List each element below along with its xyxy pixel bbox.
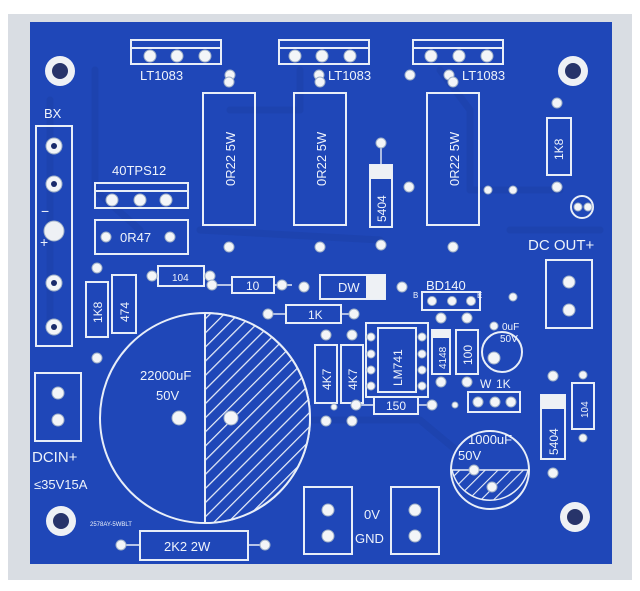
dc-out-label: DC OUT+ [528, 237, 594, 254]
dc-in-rating: ≤35V15A [34, 477, 88, 492]
capacitor-1000uf: 1000uF 50V [450, 430, 530, 510]
output-terminals: 0V GND [303, 486, 440, 555]
resistor-5w-3-label: 0R22 5W [447, 131, 462, 186]
resistor-100: 100 [455, 312, 479, 388]
resistor-5w-3: 0R22 5W [426, 76, 480, 253]
capacitor-1000uf-voltage: 50V [458, 448, 481, 463]
resistor-10-label: 10 [246, 279, 260, 293]
mounting-holes [45, 56, 590, 536]
resistor-1k8-right-label: 1K8 [552, 138, 566, 160]
zener-dw: DW [298, 274, 408, 300]
capacitor-104-right: 104 [571, 370, 595, 443]
resistor-2k2-2w: 2K2 2W [115, 530, 271, 561]
regulator-3: LT1083 [412, 39, 505, 83]
capacitor-474-label: 474 [118, 302, 132, 322]
capacitor-104-left: 104 [146, 265, 216, 287]
diode-5404-label: 5404 [375, 195, 389, 222]
resistor-2k2-label: 2K2 2W [164, 539, 211, 554]
transistor-bd140: BD140 B E [413, 278, 482, 311]
capacitor-small-voltage: 50V [500, 334, 518, 345]
dc-out-connector: DC OUT+ [528, 237, 594, 329]
pot-w-label: W [480, 377, 492, 391]
pin-e-label: E [477, 291, 482, 300]
capacitor-104-right-label: 104 [580, 401, 591, 418]
bx-label: BX [44, 106, 62, 121]
resistor-4k7-b-label: 4K7 [346, 368, 360, 390]
ov-label: 0V [364, 507, 380, 522]
small-marking: 2578AY-5WBLT [90, 522, 132, 528]
resistor-0r47: 0R47 [94, 219, 189, 255]
regulator-1-label: LT1083 [140, 68, 183, 83]
resistor-100-label: 100 [461, 345, 475, 365]
diode-4148-label: 4148 [438, 346, 449, 369]
diode-5404: 5404 [369, 137, 393, 251]
pot-1k-label: 1K [496, 377, 511, 391]
resistor-150-label: 150 [386, 399, 406, 413]
resistor-5w-2-label: 0R22 5W [314, 131, 329, 186]
regulator-1: LT1083 [130, 39, 222, 83]
zener-dw-label: DW [338, 280, 360, 295]
transistor-label: BD140 [426, 278, 466, 293]
pin-b-label: B [413, 291, 418, 300]
capacitor-474: 474 [111, 274, 137, 334]
led [570, 195, 594, 219]
diode-5404-b-label: 5404 [547, 428, 561, 455]
resistor-150: 150 [350, 396, 438, 415]
capacitor-22000uf: 22000uF 50V [99, 311, 311, 525]
resistor-5w-2: 0R22 5W [293, 76, 347, 253]
regulator-3-label: LT1083 [462, 68, 505, 83]
resistor-1k8-right: 1K8 [546, 97, 572, 193]
regulator-2: LT1083 [278, 39, 371, 83]
gnd-label: GND [355, 531, 384, 546]
bx-connector: BX − + [35, 106, 73, 347]
resistor-0r47-label: 0R47 [120, 230, 151, 245]
capacitor-104-left-label: 104 [172, 273, 189, 284]
ic-lm741-label: LM741 [391, 349, 405, 386]
resistor-10: 10 [206, 276, 292, 294]
capacitor-22000uf-voltage: 50V [156, 388, 179, 403]
dc-in-label: DCIN+ [32, 449, 78, 466]
capacitor-1000uf-value: 1000uF [468, 432, 512, 447]
capacitor-small-label: 0uF [502, 322, 519, 333]
resistor-1k: 1K [262, 304, 360, 324]
resistor-5w-1: 0R22 5W [202, 76, 256, 253]
potentiometer: W 1K [467, 377, 521, 413]
capacitor-22000uf-value: 22000uF [140, 368, 191, 383]
svg-text:+: + [40, 234, 48, 250]
tvs-40tps12: 40TPS12 [94, 163, 189, 209]
resistor-5w-1-label: 0R22 5W [223, 131, 238, 186]
diode-4148: 4148 [431, 312, 451, 388]
resistor-4k7-a-label: 4K7 [320, 368, 334, 390]
vias [330, 185, 518, 411]
capacitor-small: 0uF 50V [481, 292, 523, 373]
resistor-1k-label: 1K [308, 308, 323, 322]
resistor-4k7-a: 4K7 [314, 329, 338, 427]
resistor-1k8-left-label: 1K8 [91, 301, 105, 323]
tvs-label: 40TPS12 [112, 163, 166, 178]
svg-text:−: − [41, 203, 49, 219]
regulator-2-label: LT1083 [328, 68, 371, 83]
resistor-1k8-left: 1K8 [85, 262, 109, 364]
resistor-4k7-b: 4K7 [340, 329, 364, 427]
dc-in-connector: DCIN+ ≤35V15A [32, 372, 88, 492]
diode-5404-b: 5404 [540, 370, 566, 479]
